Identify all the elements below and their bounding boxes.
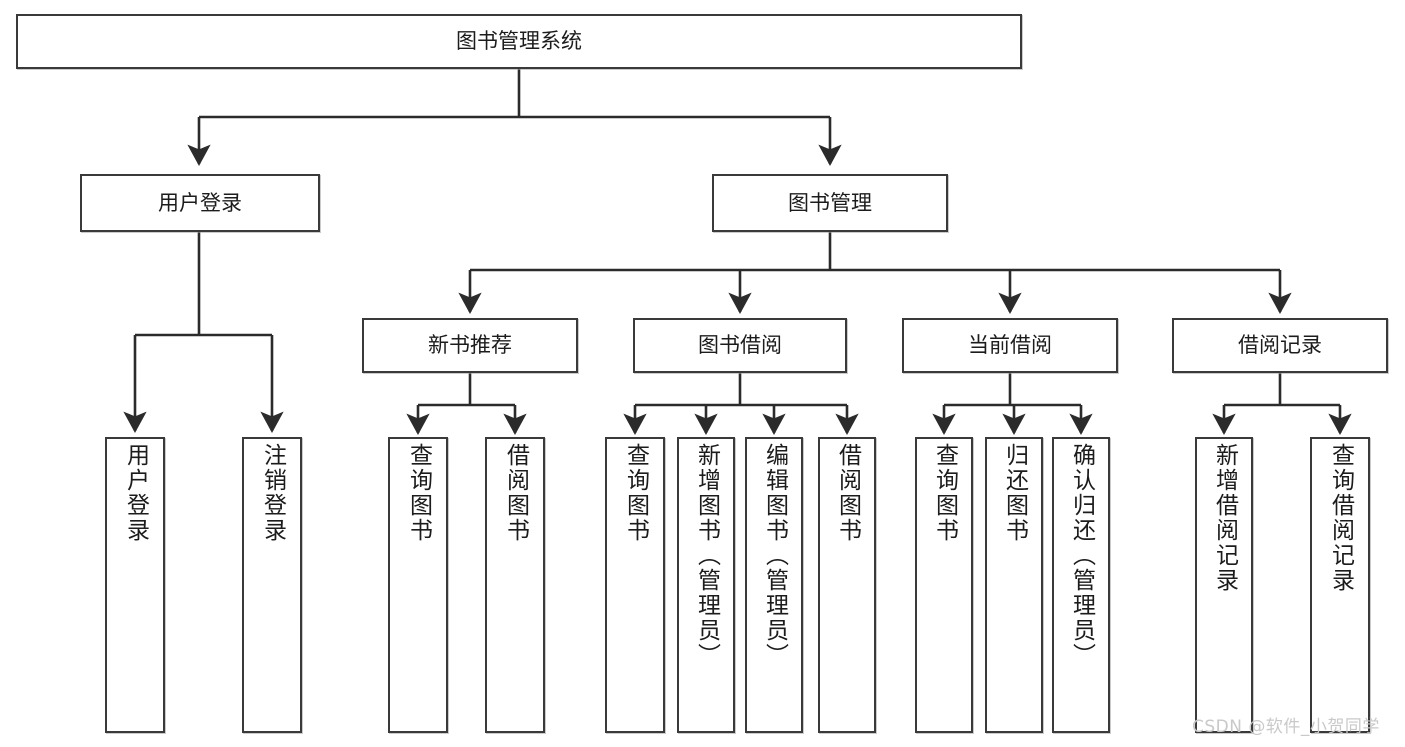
leaf-borrow-book-recommend[interactable]: 借阅图书 xyxy=(485,437,545,733)
node-book-management[interactable]: 图书管理 xyxy=(712,174,948,232)
leaf-query-book-current[interactable]: 查询图书 xyxy=(915,437,973,733)
node-label: 查询图书 xyxy=(405,443,432,543)
leaf-query-book[interactable]: 查询图书 xyxy=(605,437,665,733)
node-label: 图书管理系统 xyxy=(456,29,582,54)
node-label: 当前借阅 xyxy=(968,333,1052,358)
node-label: 注销登录 xyxy=(259,443,286,543)
node-label: 图书借阅 xyxy=(698,333,782,358)
leaf-logout[interactable]: 注销登录 xyxy=(242,437,302,733)
leaf-confirm-return-admin[interactable]: 确认归还（管理员） xyxy=(1052,437,1110,733)
node-label: 借阅图书 xyxy=(502,443,529,543)
node-label: 用户登录 xyxy=(158,190,242,215)
node-label: 新书推荐 xyxy=(428,333,512,358)
leaf-query-book-recommend[interactable]: 查询图书 xyxy=(388,437,448,733)
leaf-borrow-book[interactable]: 借阅图书 xyxy=(818,437,876,733)
node-new-book-recommend[interactable]: 新书推荐 xyxy=(362,318,578,373)
node-user-login[interactable]: 用户登录 xyxy=(80,174,320,232)
node-root-book-management-system[interactable]: 图书管理系统 xyxy=(16,14,1022,69)
node-label: 查询借阅记录 xyxy=(1327,443,1354,593)
leaf-query-borrow-record[interactable]: 查询借阅记录 xyxy=(1310,437,1370,733)
node-borrow-record[interactable]: 借阅记录 xyxy=(1172,318,1388,373)
node-label: 新增借阅记录 xyxy=(1211,443,1238,593)
node-label: 用户登录 xyxy=(122,443,149,543)
leaf-user-login[interactable]: 用户登录 xyxy=(105,437,165,733)
leaf-edit-book-admin[interactable]: 编辑图书（管理员） xyxy=(745,437,803,733)
node-label: 新增图书（管理员） xyxy=(693,443,720,668)
node-label: 借阅记录 xyxy=(1238,333,1322,358)
node-label: 查询图书 xyxy=(622,443,649,543)
node-label: 查询图书 xyxy=(931,443,958,543)
node-label: 编辑图书（管理员） xyxy=(761,443,788,668)
node-book-borrow[interactable]: 图书借阅 xyxy=(633,318,847,373)
node-label: 图书管理 xyxy=(788,190,872,215)
leaf-return-book[interactable]: 归还图书 xyxy=(985,437,1043,733)
node-label: 借阅图书 xyxy=(834,443,861,543)
node-label: 归还图书 xyxy=(1001,443,1028,543)
node-current-borrow[interactable]: 当前借阅 xyxy=(902,318,1118,373)
node-label: 确认归还（管理员） xyxy=(1068,443,1095,668)
leaf-add-borrow-record[interactable]: 新增借阅记录 xyxy=(1195,437,1253,733)
watermark: CSDN @软件_小贺同学 xyxy=(1192,717,1380,737)
leaf-add-book-admin[interactable]: 新增图书（管理员） xyxy=(677,437,735,733)
